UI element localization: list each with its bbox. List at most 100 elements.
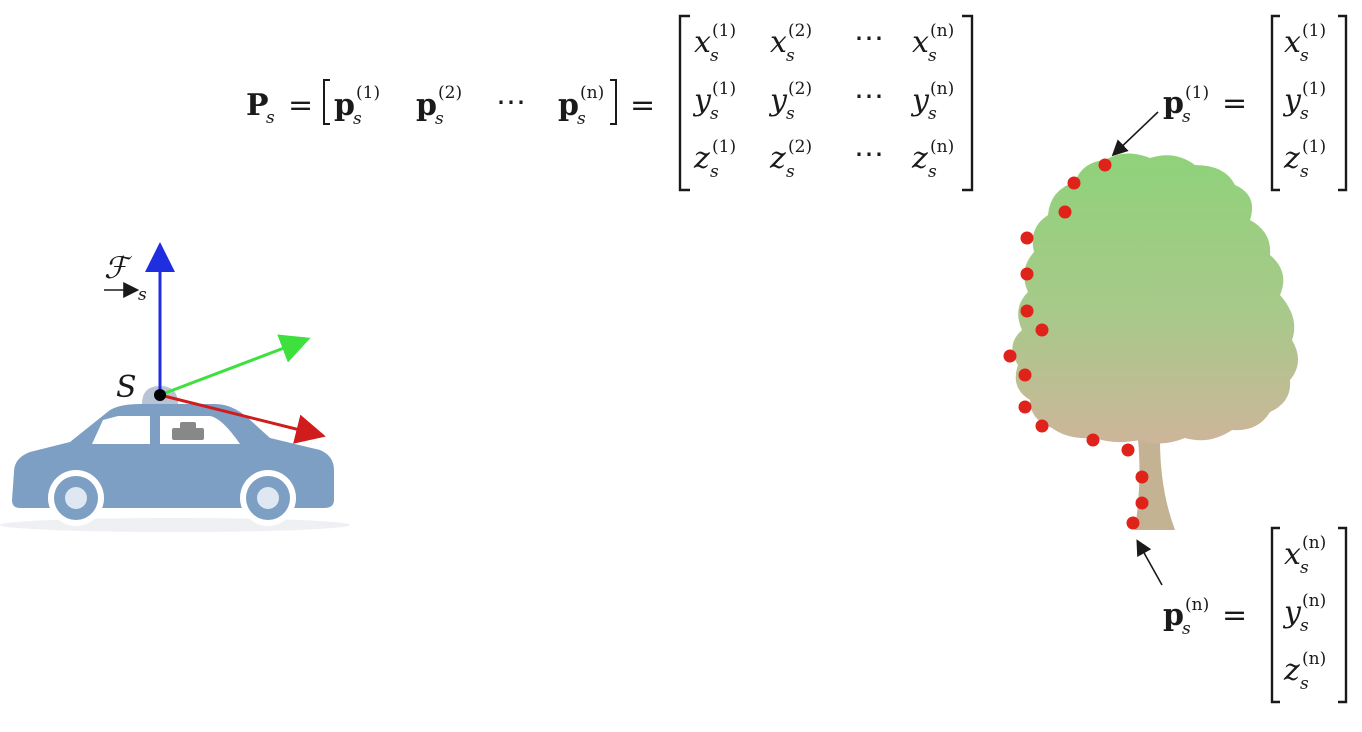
- svg-text:s: s: [710, 46, 719, 66]
- svg-text:s: s: [786, 104, 795, 124]
- svg-text:s: s: [1300, 162, 1309, 182]
- svg-text:=: =: [1222, 86, 1247, 121]
- svg-text:(n): (n): [1302, 591, 1326, 611]
- svg-text:P: P: [246, 88, 269, 123]
- svg-text:(1): (1): [712, 79, 736, 99]
- svg-text:(1): (1): [1302, 137, 1326, 157]
- svg-text:=: =: [1222, 598, 1247, 633]
- cloud-point: [1121, 443, 1135, 457]
- svg-text:(n): (n): [930, 137, 954, 157]
- svg-text:⋯: ⋯: [854, 137, 884, 172]
- svg-text:(1): (1): [356, 83, 380, 103]
- svg-text:p: p: [1163, 598, 1184, 633]
- svg-text:s: s: [1182, 619, 1191, 639]
- svg-text:=: =: [630, 88, 655, 123]
- svg-text:(1): (1): [712, 137, 736, 157]
- pointer-arrow-first: [1111, 111, 1159, 157]
- point-cloud: [1003, 158, 1149, 530]
- cloud-point: [1135, 496, 1149, 510]
- sensor-origin: [154, 389, 166, 401]
- svg-text:(n): (n): [930, 79, 954, 99]
- svg-text:y: y: [692, 83, 712, 118]
- svg-text:(n): (n): [580, 83, 604, 103]
- cloud-point: [1020, 267, 1034, 281]
- svg-text:(n): (n): [1302, 533, 1326, 553]
- svg-text:=: =: [288, 88, 313, 123]
- svg-text:s: s: [1182, 107, 1191, 127]
- ellipsis: ⋯: [496, 85, 526, 120]
- cloud-point: [1018, 368, 1032, 382]
- svg-text:z: z: [1283, 653, 1300, 688]
- svg-text:z: z: [769, 141, 786, 176]
- cloud-point: [1018, 400, 1032, 414]
- svg-text:s: s: [786, 162, 795, 182]
- svg-text:(1): (1): [1302, 21, 1326, 41]
- svg-text:s: s: [1300, 616, 1309, 636]
- svg-text:x: x: [1284, 25, 1301, 60]
- svg-text:z: z: [911, 141, 928, 176]
- svg-text:(1): (1): [712, 21, 736, 41]
- svg-text:(1): (1): [1185, 83, 1209, 103]
- y-axis-arrow: [159, 334, 311, 397]
- svg-text:⋯: ⋯: [854, 21, 884, 56]
- matrix-cell-r2-c3: ⋯: [854, 79, 884, 114]
- sensor-label: S: [116, 370, 137, 405]
- svg-text:s: s: [928, 104, 937, 124]
- svg-text:(2): (2): [788, 137, 812, 157]
- svg-text:s: s: [1300, 46, 1309, 66]
- svg-text:(2): (2): [438, 83, 462, 103]
- svg-text:x: x: [912, 25, 929, 60]
- svg-text:y: y: [1282, 595, 1302, 630]
- svg-text:⋯: ⋯: [854, 79, 884, 114]
- x-axis-arrow: [159, 393, 326, 444]
- frame-label: ℱ s: [104, 251, 147, 305]
- svg-text:s: s: [786, 46, 795, 66]
- cloud-point: [1126, 516, 1140, 530]
- svg-text:z: z: [693, 141, 710, 176]
- matrix-cell-r3-c3: ⋯: [854, 137, 884, 172]
- cloud-point: [1067, 176, 1081, 190]
- svg-text:p: p: [1163, 86, 1184, 121]
- svg-text:s: s: [1300, 674, 1309, 694]
- svg-text:y: y: [768, 83, 788, 118]
- svg-text:s: s: [138, 285, 147, 305]
- svg-text:s: s: [928, 46, 937, 66]
- cloud-point: [1098, 158, 1112, 172]
- svg-text:p: p: [416, 88, 437, 123]
- cloud-point: [1020, 304, 1034, 318]
- svg-text:p: p: [558, 88, 579, 123]
- svg-text:s: s: [1300, 104, 1309, 124]
- svg-text:(2): (2): [788, 79, 812, 99]
- svg-text:x: x: [1284, 537, 1301, 572]
- svg-text:(n): (n): [1185, 595, 1209, 615]
- cloud-point: [1020, 231, 1034, 245]
- cloud-point: [1035, 323, 1049, 337]
- svg-text:s: s: [710, 162, 719, 182]
- car-illustration: [0, 386, 350, 532]
- column-pn: p s (n): [558, 83, 604, 129]
- svg-text:x: x: [770, 25, 787, 60]
- svg-text:(n): (n): [930, 21, 954, 41]
- svg-text:s: s: [266, 108, 275, 128]
- svg-text:p: p: [334, 88, 355, 123]
- svg-text:s: s: [1300, 558, 1309, 578]
- svg-text:y: y: [1282, 83, 1302, 118]
- cloud-point: [1003, 349, 1017, 363]
